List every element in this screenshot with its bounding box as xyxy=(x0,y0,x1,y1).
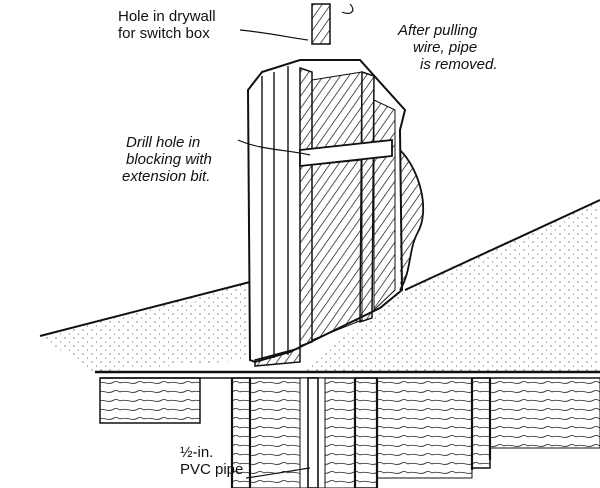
switch-box-hole xyxy=(311,3,331,45)
label-line: ½-in. xyxy=(180,444,214,461)
label-line: After pulling xyxy=(398,22,478,39)
label-line: is removed. xyxy=(420,56,498,73)
label-drill-hole: Drill hole in blocking with extension bi… xyxy=(122,134,212,185)
label-line: extension bit. xyxy=(122,168,211,185)
label-hole-in-drywall: Hole in drywall for switch box xyxy=(118,8,216,42)
callout-lines xyxy=(237,3,354,479)
floor-surface xyxy=(39,199,600,379)
wall-section xyxy=(246,59,425,367)
label-line: PVC pipe xyxy=(180,461,244,478)
label-after-pulling: After pulling wire, pipe is removed. xyxy=(398,22,498,73)
label-line: for switch box xyxy=(118,25,210,42)
label-line: Hole in drywall xyxy=(118,8,216,25)
floor-joists xyxy=(99,377,600,488)
label-pvc-pipe: ½-in. PVC pipe xyxy=(180,444,243,478)
label-line: blocking with xyxy=(126,151,212,168)
label-line: wire, pipe xyxy=(413,39,478,56)
pvc-pipe xyxy=(307,377,319,488)
label-line: Drill hole in xyxy=(126,134,201,151)
